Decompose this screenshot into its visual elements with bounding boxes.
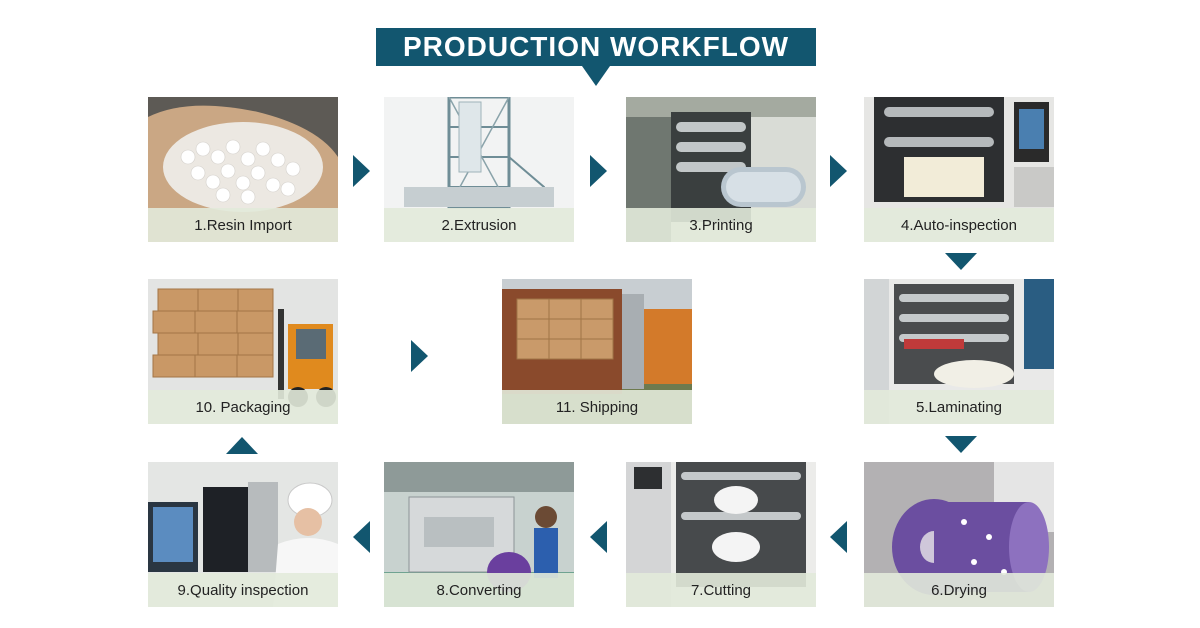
- flow-arrow-right: [411, 340, 428, 372]
- flow-arrow-left: [590, 521, 607, 553]
- step-caption: 9.Quality inspection: [148, 573, 338, 607]
- flow-arrow-right: [353, 155, 370, 187]
- title-pointer: [582, 66, 610, 86]
- step-quality-inspection: 9.Quality inspection: [148, 462, 338, 607]
- step-caption: 4.Auto-inspection: [864, 208, 1054, 242]
- flow-arrow-right: [830, 155, 847, 187]
- flow-arrow-up: [226, 437, 258, 454]
- flow-arrow-down: [945, 253, 977, 270]
- step-printing: 3.Printing: [626, 97, 816, 242]
- step-caption: 1.Resin Import: [148, 208, 338, 242]
- flow-arrow-right: [590, 155, 607, 187]
- step-packaging: 10. Packaging: [148, 279, 338, 424]
- step-extrusion: 2.Extrusion: [384, 97, 574, 242]
- step-resin-import: 1.Resin Import: [148, 97, 338, 242]
- step-caption: 7.Cutting: [626, 573, 816, 607]
- flow-arrow-left: [830, 521, 847, 553]
- step-caption: 10. Packaging: [148, 390, 338, 424]
- step-caption: 8.Converting: [384, 573, 574, 607]
- step-shipping: 11. Shipping: [502, 279, 692, 424]
- step-caption: 3.Printing: [626, 208, 816, 242]
- resin-pellets-photo: [148, 97, 338, 242]
- step-converting: 8.Converting: [384, 462, 574, 607]
- step-laminating: 5.Laminating: [864, 279, 1054, 424]
- flow-arrow-left: [353, 521, 370, 553]
- step-caption: 11. Shipping: [502, 390, 692, 424]
- step-caption: 6.Drying: [864, 573, 1054, 607]
- step-drying: 6.Drying: [864, 462, 1054, 607]
- step-caption: 5.Laminating: [864, 390, 1054, 424]
- flow-arrow-down: [945, 436, 977, 453]
- step-auto-inspection: 4.Auto-inspection: [864, 97, 1054, 242]
- step-caption: 2.Extrusion: [384, 208, 574, 242]
- step-cutting: 7.Cutting: [626, 462, 816, 607]
- workflow-title: PRODUCTION WORKFLOW: [402, 31, 790, 62]
- title-banner: PRODUCTION WORKFLOW: [376, 28, 816, 66]
